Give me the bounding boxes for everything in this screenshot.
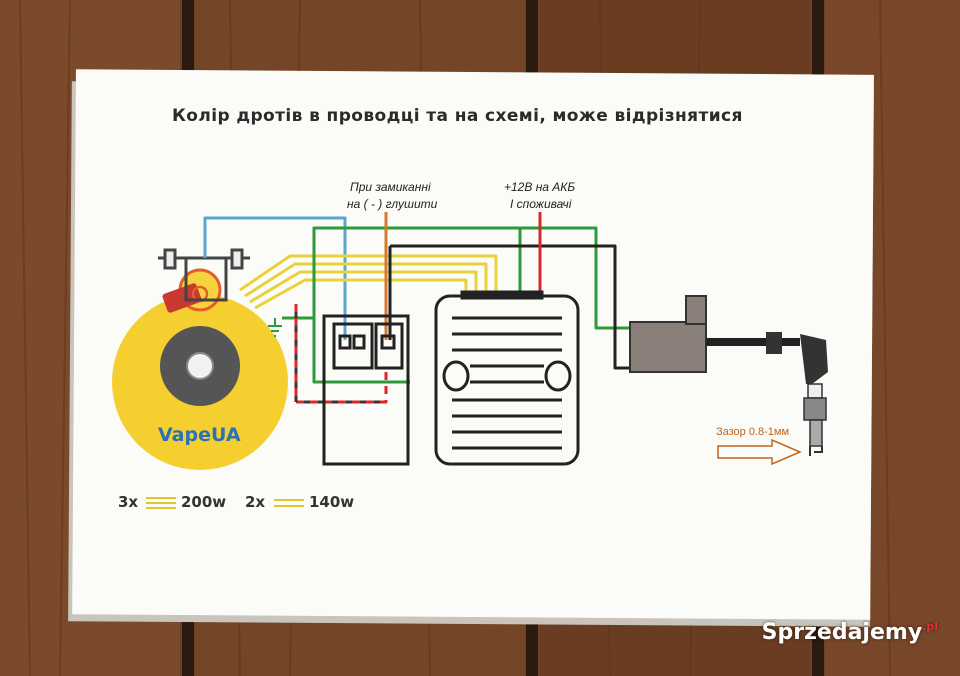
- legend-count-1: 3x: [118, 493, 139, 511]
- wire-black-3: [294, 304, 386, 404]
- wire-black-1: [390, 244, 630, 370]
- battery-note-line1: +12В на АКБ: [504, 180, 576, 194]
- legend-count-2: 2x: [245, 493, 266, 511]
- battery-note-line2: І споживачі: [510, 197, 572, 211]
- brand-label: VapeUA: [158, 424, 241, 446]
- watermark: Sprzedajemy.pl: [762, 620, 938, 645]
- diagram-title: Колір дротів в проводці та на схемі, мож…: [172, 106, 743, 126]
- ground-icon: [268, 318, 282, 337]
- wire-green-1: [282, 226, 630, 330]
- paper-card: [72, 69, 874, 620]
- connector-block: [322, 314, 410, 466]
- watermark-suffix: .pl: [922, 620, 938, 633]
- legend-power-2: 140w: [309, 493, 355, 511]
- legend-lines: [146, 497, 304, 509]
- wire-green-2: [312, 300, 410, 384]
- wire-yellow-1: [239, 254, 498, 296]
- short-circuit-note-line2: на ( - ) глушити: [347, 197, 438, 211]
- cdi-module: [434, 290, 580, 466]
- spark-plug: [800, 334, 828, 456]
- wire-red-2: [294, 304, 388, 404]
- watermark-name: Sprzedajemy: [761, 620, 923, 645]
- gap-label: Зазор 0.8-1мм: [716, 426, 790, 438]
- ignition-coil: [629, 295, 800, 373]
- wire-yellow-3: [249, 270, 478, 304]
- legend-power-1: 200w: [181, 493, 227, 511]
- arrow-right-icon: [717, 438, 802, 466]
- short-circuit-note-line1: При замиканні: [350, 180, 431, 194]
